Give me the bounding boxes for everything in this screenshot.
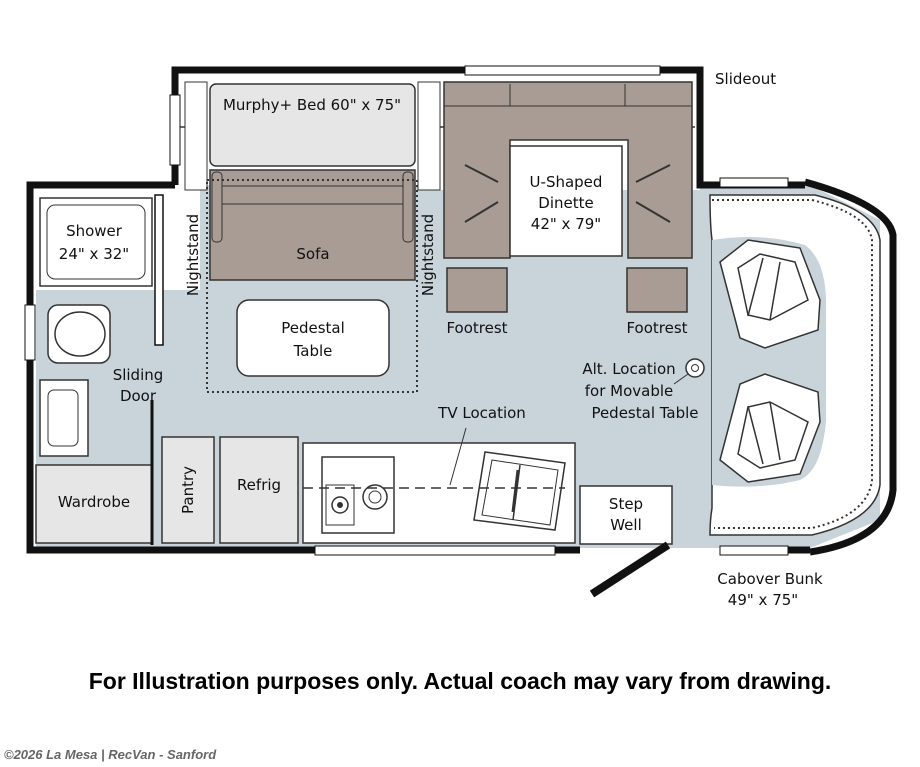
footrest-left <box>446 267 508 313</box>
dinette-table <box>509 145 623 257</box>
floor-plan: Murphy+ Bed 60" x 75" Sofa Nightstand Ni… <box>24 65 897 609</box>
shower-label-2: 24" x 32" <box>59 245 129 263</box>
credit: ©2026 La Mesa | RecVan - Sanford <box>4 747 217 762</box>
sink <box>39 379 89 457</box>
tv-location-leader <box>449 427 467 486</box>
footrest-right-label: Footrest <box>626 319 687 337</box>
wardrobe <box>35 464 153 544</box>
window <box>719 177 789 188</box>
alt-pedestal-marker <box>685 358 705 378</box>
toilet <box>54 311 106 357</box>
window <box>719 545 789 556</box>
murphy-bed <box>209 83 416 167</box>
nightstand-right-label: Nightstand <box>419 214 437 296</box>
step-well-label-1: Step <box>609 495 643 513</box>
sofa-label: Sofa <box>296 245 329 263</box>
window <box>169 94 181 166</box>
cab-seat-driver <box>719 239 821 349</box>
galley-sink <box>473 451 566 531</box>
tv-location-label: TV Location <box>437 404 526 422</box>
stove <box>321 456 395 534</box>
shower <box>39 197 153 287</box>
pedestal-label-1: Pedestal <box>281 319 345 337</box>
footrest-left-label: Footrest <box>446 319 507 337</box>
pedestal-table <box>236 299 390 377</box>
nightstand-right-cab <box>417 81 441 191</box>
sofa-arm <box>211 171 223 243</box>
nightstand-left-label: Nightstand <box>184 214 202 296</box>
sofa-back <box>221 185 404 205</box>
disclaimer: For Illustration purposes only. Actual c… <box>88 668 832 694</box>
step-well <box>579 485 673 545</box>
pedestal-label-2: Table <box>293 342 333 360</box>
wardrobe-label: Wardrobe <box>58 493 130 511</box>
cab-seat-passenger <box>719 373 821 483</box>
pantry-label: Pantry <box>179 466 197 514</box>
sofa-arm <box>402 171 414 243</box>
window <box>314 545 556 556</box>
alt-location-label-1: Alt. Location <box>582 360 675 378</box>
sliding-door-label-2: Door <box>120 387 157 405</box>
step-well-label-2: Well <box>610 516 642 534</box>
bath-partition <box>154 194 164 346</box>
window <box>24 304 36 361</box>
bed-footprint <box>206 179 418 393</box>
dinette-label-2: Dinette <box>538 194 593 212</box>
alt-location-label-2: for Movable <box>585 382 674 400</box>
dinette-seat <box>443 81 693 259</box>
dinette-hinges <box>464 164 671 223</box>
refrig <box>219 436 299 544</box>
dinette-label-3: 42" x 79" <box>531 215 601 233</box>
window <box>464 65 661 76</box>
murphy-bed-label: Murphy+ Bed 60" x 75" <box>223 96 401 114</box>
slideout-label: Slideout <box>715 70 776 88</box>
nightstand-left-cab <box>184 81 208 191</box>
entry-door <box>589 541 671 598</box>
sliding-door-label-1: Sliding <box>113 366 164 384</box>
cabover-label-2: 49" x 75" <box>728 591 798 609</box>
alt-location-label-3: Pedestal Table <box>591 404 698 422</box>
footrest-right <box>626 267 688 313</box>
pantry <box>161 436 215 544</box>
cabover-label-1: Cabover Bunk <box>717 570 823 588</box>
shower-label-1: Shower <box>66 222 123 240</box>
dinette-label-1: U-Shaped <box>530 173 603 191</box>
refrig-label: Refrig <box>237 476 281 494</box>
